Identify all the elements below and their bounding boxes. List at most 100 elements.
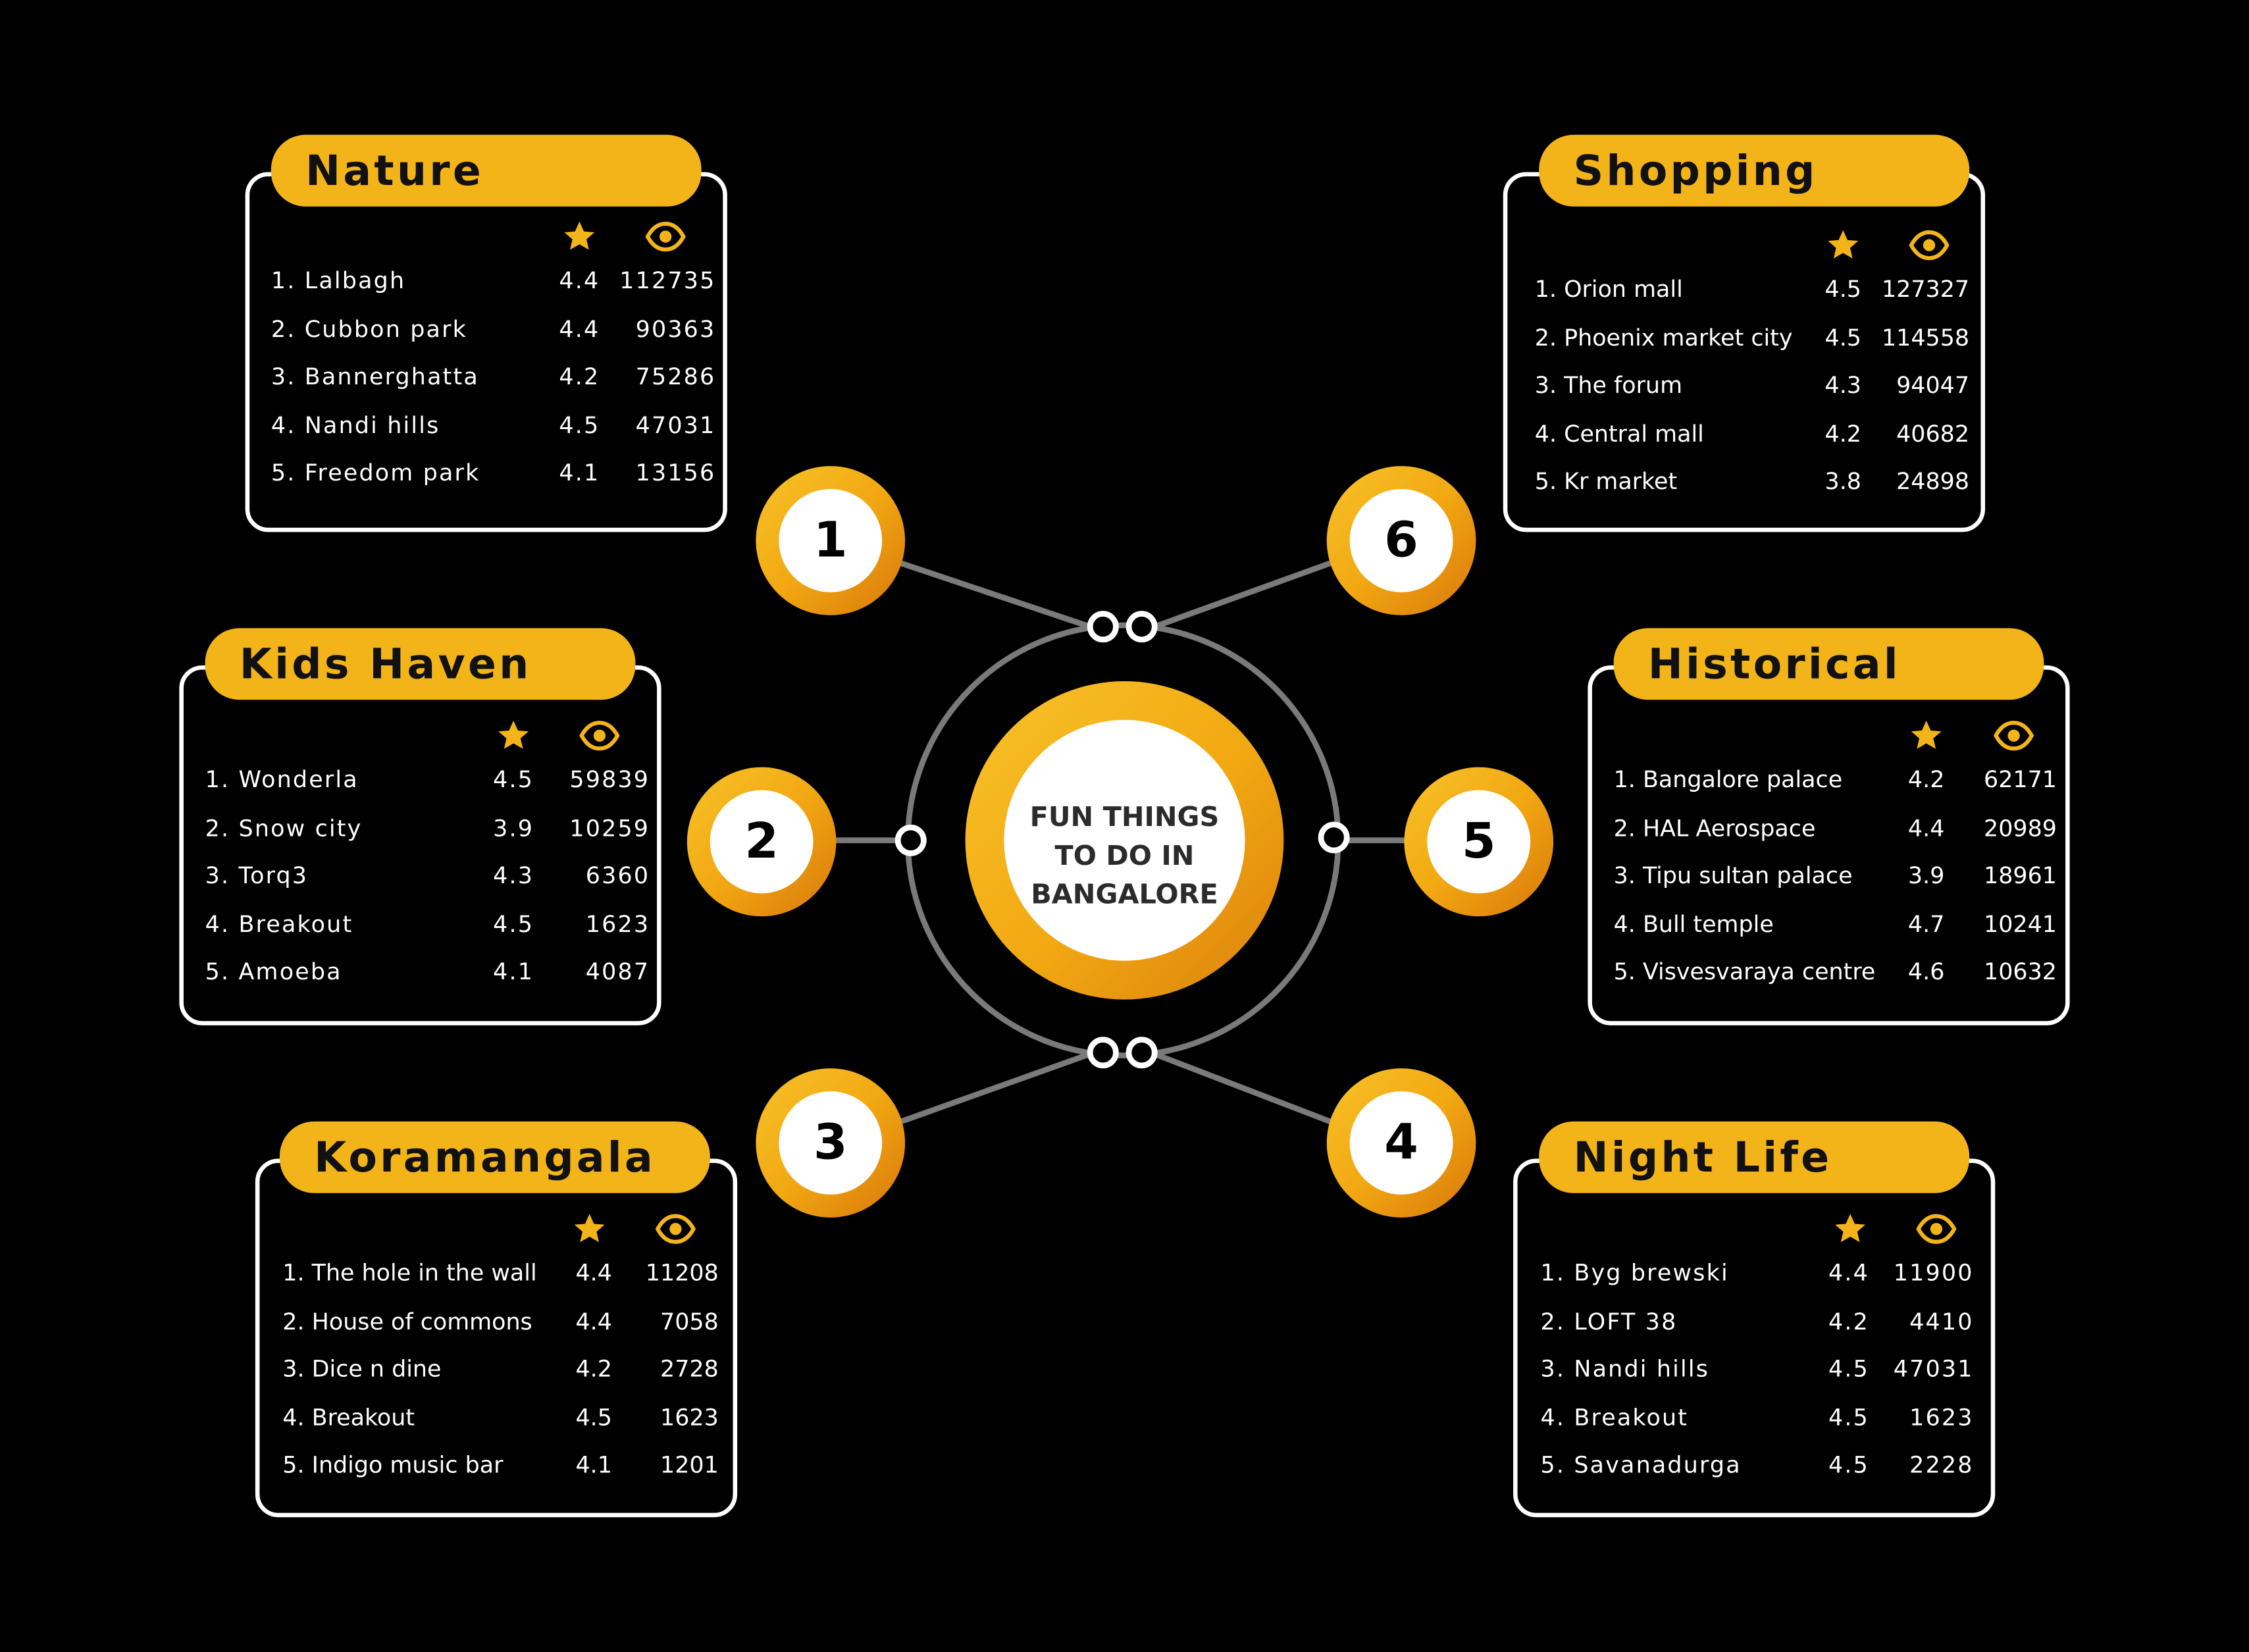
place-rating: 3.9 [1907,862,1945,889]
place-views: 4087 [585,958,650,985]
connector-3 [888,1051,1091,1129]
place-rating: 4.6 [1907,958,1945,985]
place-name: 3. Nandi hills [1540,1355,1710,1383]
place-name: 3. Tipu sultan palace [1613,862,1853,889]
node-number: 6 [1349,488,1453,592]
place-rating: 4.1 [559,459,600,486]
place-rating: 4.2 [1824,419,1862,447]
place-rating: 4.1 [575,1451,612,1479]
place-name: 5. Savanadurga [1540,1451,1742,1479]
node-1: 1 [756,466,906,615]
place-name: 3. Torq3 [205,862,309,889]
place-name: 2. Cubbon park [271,315,467,342]
place-name: 1. The hole in the wall [282,1259,537,1287]
place-rating: 4.2 [575,1355,612,1383]
star-icon [1828,230,1859,259]
place-name: 2. LOFT 38 [1540,1306,1678,1335]
node-number: 5 [1427,790,1531,894]
place-views: 7058 [660,1306,719,1335]
place-views: 47031 [1893,1355,1974,1383]
place-name: 1. Orion mall [1534,275,1683,303]
place-rating: 4.2 [1907,765,1945,793]
place-name: 4. Breakout [282,1403,415,1431]
star-icon [1835,1214,1866,1243]
place-rating: 4.4 [559,267,600,294]
eye-icon [1916,1214,1957,1244]
place-name: 4. Breakout [205,910,353,937]
place-views: 59839 [569,765,650,793]
place-views: 10632 [1984,958,2057,985]
node-4: 4 [1326,1068,1476,1218]
card-title-nature: Nature [271,134,702,207]
place-name: 4. Nandi hills [271,411,440,438]
place-rating: 4.3 [493,862,534,889]
place-views: 20989 [1984,813,2057,841]
place-rating: 4.3 [1824,371,1862,399]
place-rating: 4.1 [493,958,534,985]
place-name: 5. Amoeba [205,958,342,985]
card-title-historical: Historical [1613,628,2044,700]
place-rating: 4.4 [575,1259,612,1287]
card-title-shopping: Shopping [1539,134,1970,207]
table-row: 5. Freedom park 4.1 13156 [271,459,716,507]
place-views: 1201 [660,1451,719,1479]
place-rating: 4.5 [1828,1355,1869,1383]
node-6: 6 [1326,466,1476,615]
place-rating: 3.9 [493,813,534,841]
node-number: 1 [779,488,883,592]
place-name: 1. Bangalore palace [1613,765,1843,793]
place-views: 13156 [635,459,716,486]
place-views: 1623 [1909,1403,1974,1431]
center-hub-inner: FUN THINGS TO DO IN BANGALORE [1004,719,1245,961]
place-rating: 4.4 [575,1306,612,1335]
place-name: 3. Dice n dine [282,1355,442,1383]
junction-dot [1125,1037,1158,1069]
place-views: 40682 [1896,419,1970,447]
table-row: 5. Visvesvaraya centre 4.6 10632 [1614,958,2065,1006]
junction-dot [894,824,927,856]
place-name: 5. Visvesvaraya centre [1613,958,1876,985]
place-views: 90363 [635,315,716,342]
connector-1 [888,556,1091,630]
place-views: 94047 [1896,371,1970,399]
place-views: 1623 [660,1403,719,1431]
place-name: 2. Snow city [205,813,363,841]
place-views: 11900 [1893,1259,1974,1287]
column-icons [1518,1212,2000,1249]
place-rating: 4.5 [559,411,600,438]
place-name: 4. Breakout [1540,1403,1689,1431]
place-rating: 4.5 [1824,323,1862,351]
junction-dot [1125,611,1158,643]
place-name: 2. HAL Aerospace [1613,813,1816,841]
place-views: 2228 [1909,1451,1974,1479]
star-icon [498,720,529,749]
place-name: 5. Kr market [1534,467,1678,495]
table-row: 4. Nandi hills 4.5 47031 [271,411,716,459]
eye-icon [1994,721,2034,751]
table-row: 3. Nandi hills 4.5 47031 [1540,1355,1985,1403]
node-number: 4 [1349,1091,1453,1195]
card-title-kids-haven: Kids Haven [205,628,636,700]
node-number: 2 [710,790,814,894]
column-icons [1507,228,1989,265]
place-name: 5. Freedom park [271,459,480,486]
star-icon [574,1214,605,1243]
place-name: 1. Lalbagh [271,267,406,294]
place-views: 47031 [635,411,716,438]
